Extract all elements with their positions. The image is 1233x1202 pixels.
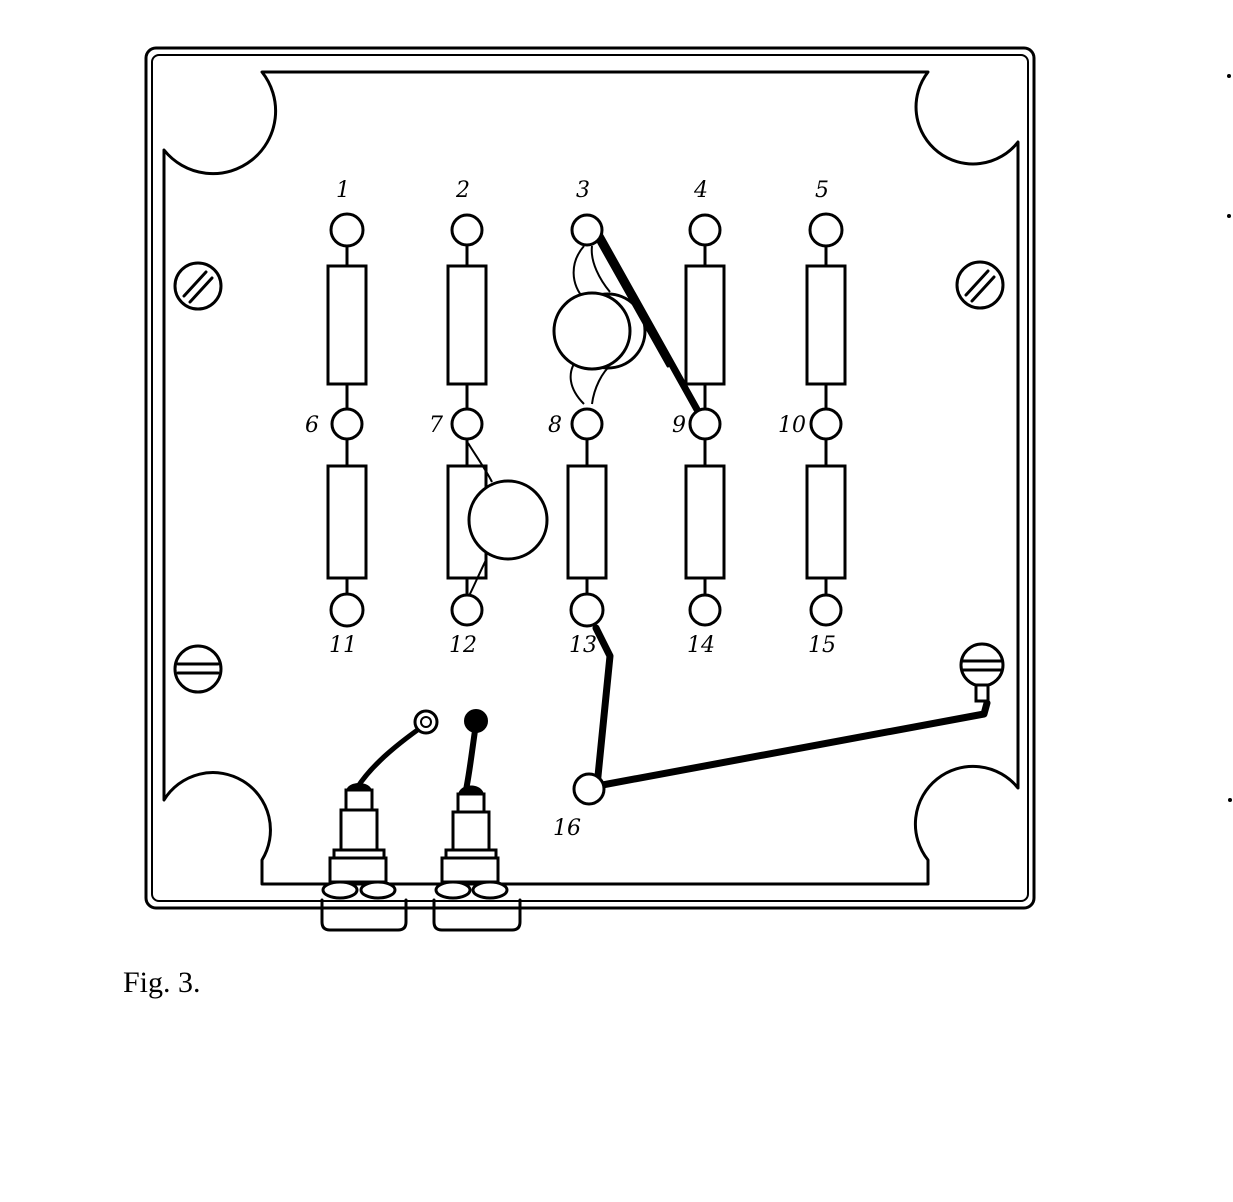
scan-speck	[1227, 214, 1231, 218]
cable-gland-left	[320, 709, 439, 932]
wire-13-to-16-to-screw	[592, 624, 991, 790]
terminal-label-15: 15	[808, 633, 836, 658]
wire-3-to-9	[594, 236, 670, 368]
mounting-screw-top-left	[173, 261, 223, 311]
terminal-label-5: 5	[815, 178, 829, 203]
resistor	[326, 264, 368, 386]
mounting-screw-bottom-left	[173, 644, 223, 694]
terminal-post-5	[808, 212, 844, 248]
terminal-post-12	[450, 593, 484, 627]
resistor	[805, 464, 847, 580]
cable-gland-right	[432, 709, 522, 932]
terminal-post-16-ring	[572, 772, 606, 806]
mounting-screw-top-right	[955, 260, 1005, 310]
capacitor-lower	[467, 442, 549, 599]
terminal-label-14: 14	[687, 633, 715, 658]
terminal-posts	[329, 212, 844, 628]
terminal-label-6: 6	[305, 413, 319, 438]
terminal-label-11: 11	[329, 633, 357, 658]
terminal-post-9	[688, 407, 722, 441]
terminal-label-10: 10	[778, 413, 806, 438]
terminal-post-8	[570, 407, 604, 441]
terminal-post-7	[450, 407, 484, 441]
terminal-label-2: 2	[455, 178, 470, 203]
resistor	[566, 464, 608, 580]
resistor	[446, 264, 488, 386]
box-frame	[144, 46, 1036, 910]
terminal-label-7: 7	[429, 413, 443, 438]
terminal-label-3: 3	[576, 178, 590, 203]
terminal-label-1: 1	[336, 178, 350, 203]
terminal-label-13: 13	[569, 633, 597, 658]
terminal-post-2	[450, 213, 484, 247]
resistors	[326, 264, 847, 580]
terminal-post-13	[569, 592, 605, 628]
terminal-post-15	[809, 593, 843, 627]
terminal-post-14	[688, 593, 722, 627]
terminal-post-11	[329, 592, 365, 628]
terminal-post-3	[570, 213, 604, 247]
resistor	[684, 464, 726, 580]
scan-speck	[1228, 798, 1232, 802]
terminal-post-4	[688, 213, 722, 247]
figure-caption: Fig. 3.	[123, 966, 201, 999]
terminal-label-16: 16	[553, 816, 581, 841]
mounting-screw-bottom-right	[959, 642, 1005, 703]
resistor	[684, 264, 726, 386]
terminal-label-8: 8	[548, 413, 562, 438]
resistor	[805, 264, 847, 386]
wire-3-to-9-lower	[596, 232, 708, 426]
terminal-post-6	[330, 407, 364, 441]
terminal-label-4: 4	[693, 178, 708, 203]
resistor	[326, 464, 368, 580]
column-links	[345, 244, 828, 596]
terminal-label-12: 12	[449, 633, 477, 658]
terminal-post-10	[809, 407, 843, 441]
terminal-label-9: 9	[672, 413, 686, 438]
scan-speck	[1227, 74, 1231, 78]
inner-panel-outline	[162, 70, 1020, 886]
capacitor-upper	[552, 245, 647, 405]
terminal-post-1	[329, 212, 365, 248]
